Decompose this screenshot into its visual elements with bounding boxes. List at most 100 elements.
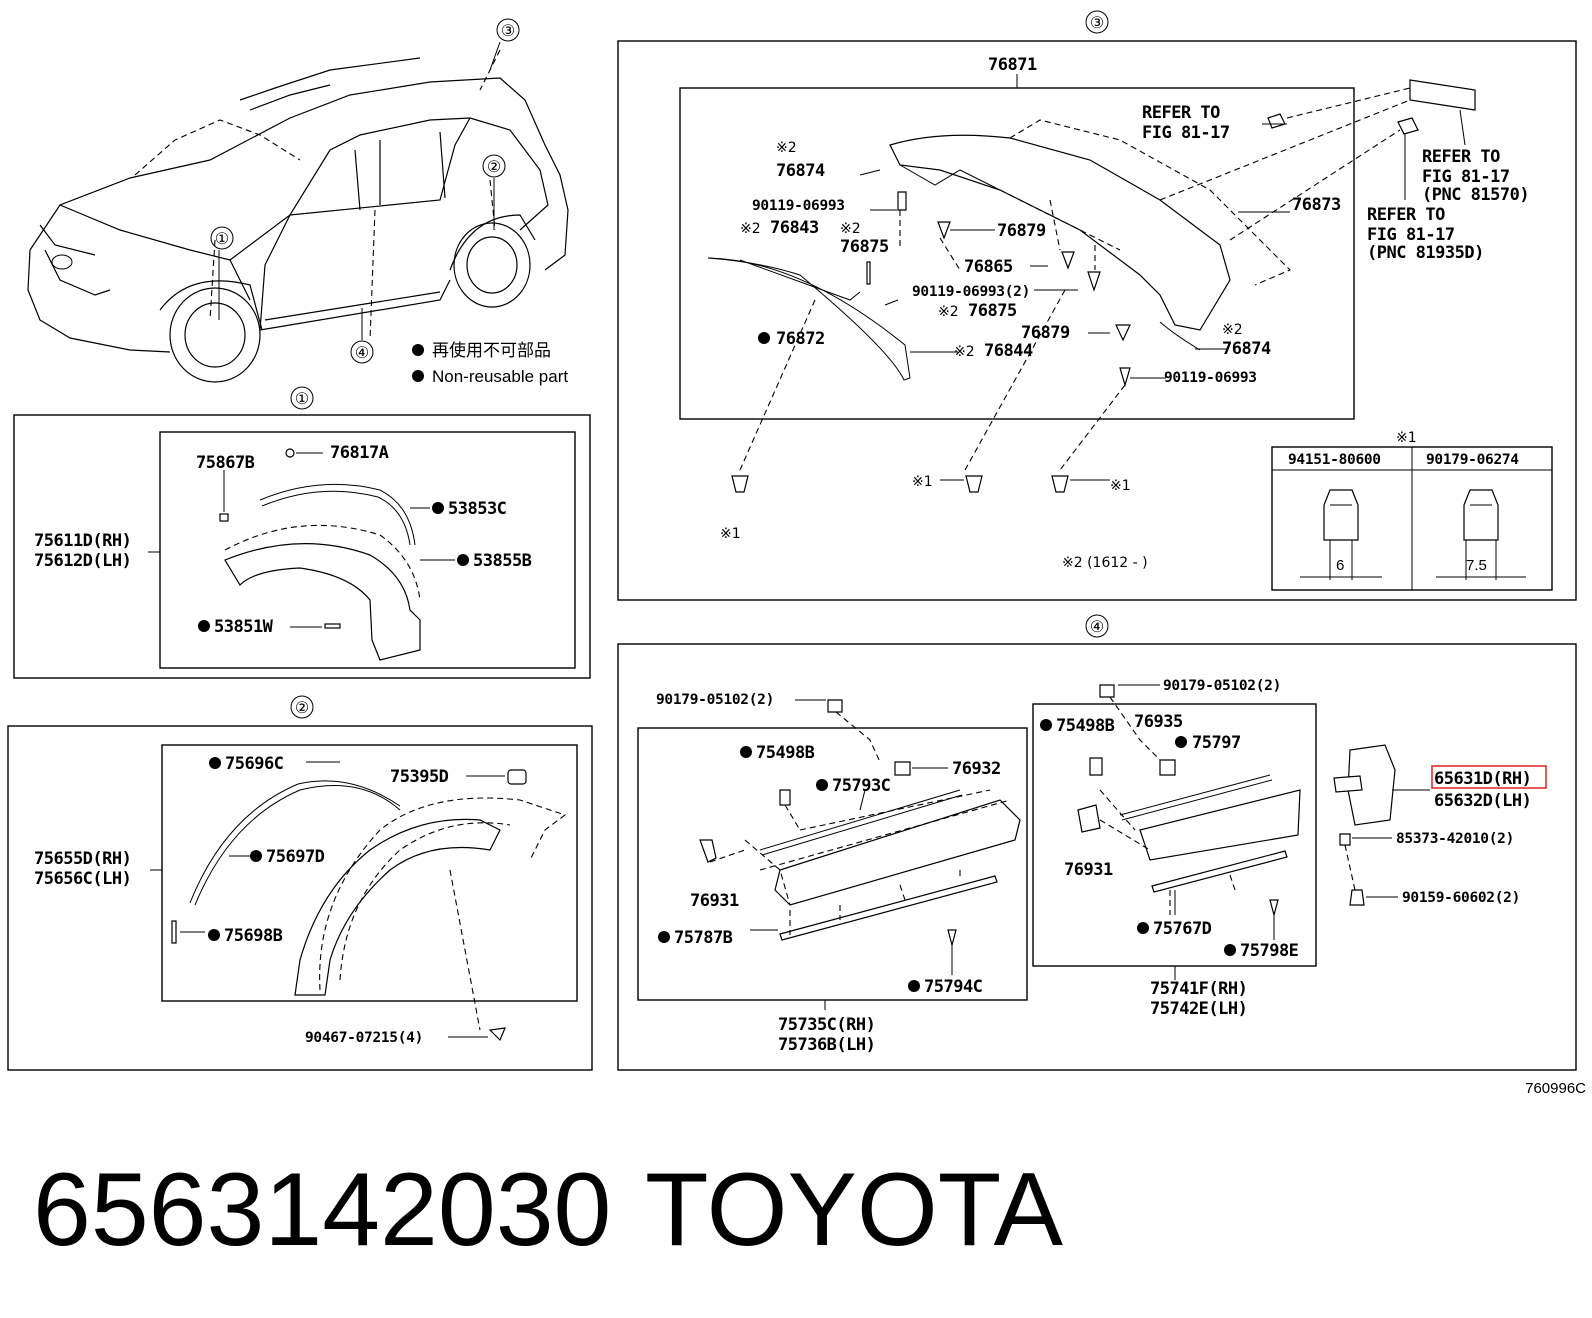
nut-icon: [1463, 489, 1499, 541]
non-reusable-dot-icon: [1040, 719, 1052, 731]
part-76935: 76935: [1134, 712, 1183, 732]
part-90467-07215: 90467-07215(4): [305, 1030, 423, 1046]
part-76843: 76843: [770, 218, 819, 238]
part-75787B: 75787B: [674, 928, 733, 948]
non-reusable-dot-icon: [208, 929, 220, 941]
part-90179-05102-b: 90179-05102(2): [1163, 678, 1281, 694]
table-col-90179-06274: 90179-06274: [1426, 452, 1519, 468]
part-75498B-b: 75498B: [1056, 716, 1115, 736]
part-90119-06993-c: 90119-06993: [1164, 370, 1257, 386]
part-75793C: 75793C: [832, 776, 890, 796]
non-reusable-dot-icon: [758, 332, 770, 344]
part-75698B: 75698B: [224, 926, 283, 946]
legend-jp: 再使用不可部品: [432, 340, 551, 360]
part-76931-a: 76931: [690, 891, 739, 911]
part-76873: 76873: [1292, 195, 1341, 215]
legend-bullet-icon: [412, 370, 424, 382]
callout-3-label: ③: [501, 23, 515, 40]
assy-75655D: 75655D(RH): [34, 849, 131, 869]
mark-2: ※2: [740, 221, 761, 237]
callout-4-circle: [350, 340, 374, 364]
production-note: ※2 (1612 - ): [1062, 555, 1148, 571]
part-65632D: 65632D(LH): [1434, 791, 1531, 811]
legend: 再使用不可部品 Non-reusable part: [412, 340, 568, 386]
part-53855B: 53855B: [473, 551, 532, 571]
part-76865: 76865: [964, 257, 1013, 277]
non-reusable-dot-icon: [250, 850, 262, 862]
non-reusable-dot-icon: [740, 746, 752, 758]
non-reusable-dot-icon: [816, 779, 828, 791]
section-4: ④: [617, 614, 1577, 1071]
non-reusable-dot-icon: [198, 620, 210, 632]
non-reusable-dot-icon: [1137, 922, 1149, 934]
refer-3-line-c: (PNC 81935D): [1367, 243, 1484, 263]
callout-2-label: ②: [487, 159, 501, 176]
part-76844: 76844: [984, 341, 1033, 361]
section-1: ① 75867B 76817A 53853C 53855B 53851W 756…: [13, 386, 591, 679]
assy-75735C: 75735C(RH): [778, 1015, 875, 1035]
non-reusable-dot-icon: [432, 502, 444, 514]
part-76875: 76875: [840, 237, 889, 257]
assy-75611D: 75611D(RH): [34, 531, 131, 551]
section-3: ③ 76871: [617, 10, 1577, 601]
part-90179-05102-a: 90179-05102(2): [656, 692, 774, 708]
non-reusable-dot-icon: [209, 757, 221, 769]
part-90159-60602: 90159-60602(2): [1402, 890, 1520, 906]
part-90119-06993-2: 90119-06993(2): [912, 284, 1030, 300]
section-3-title: ③: [1090, 15, 1104, 32]
callout-2-circle: [482, 154, 506, 178]
table-mark-1: ※1: [1396, 430, 1417, 446]
part-53851W: 53851W: [214, 617, 274, 637]
non-reusable-dot-icon: [1175, 736, 1187, 748]
mark-2: ※2: [938, 304, 959, 320]
part-76932: 76932: [952, 759, 1001, 779]
part-75797: 75797: [1192, 733, 1241, 753]
part-76879-b: 76879: [1021, 323, 1070, 343]
section-4-title: ④: [1090, 619, 1104, 636]
section-1-title: ①: [295, 391, 309, 408]
car-illustration: ① ② ③ ④: [27, 18, 569, 383]
legend-en: Non-reusable part: [432, 367, 568, 386]
refer-1-line-a: REFER TO: [1142, 103, 1220, 123]
non-reusable-dot-icon: [1224, 944, 1236, 956]
legend-bullet-icon: [412, 344, 424, 356]
brand: TOYOTA: [645, 1152, 1064, 1268]
section-2: ② 75696C 75395D 75697D 75698B 75655D(RH)…: [7, 695, 593, 1071]
refer-3-line-a: REFER TO: [1367, 205, 1445, 225]
non-reusable-dot-icon: [457, 554, 469, 566]
refer-2-line-c: (PNC 81570): [1422, 185, 1529, 205]
assy-75656C: 75656C(LH): [34, 869, 131, 889]
mark-2: ※2: [1222, 322, 1243, 338]
part-90119-06993: 90119-06993: [752, 198, 845, 214]
mark-2: ※2: [776, 140, 797, 156]
assy-75736B: 75736B(LH): [778, 1035, 875, 1055]
part-75798E: 75798E: [1240, 941, 1299, 961]
dim-6: 6: [1336, 557, 1344, 574]
callout-1-circle: [210, 226, 234, 250]
table-col-94151-80600: 94151-80600: [1288, 452, 1381, 468]
part-76874: 76874: [776, 161, 825, 181]
refer-1-line-b: FIG 81-17: [1142, 123, 1230, 143]
assy-75742E: 75742E(LH): [1150, 999, 1247, 1019]
part-75498B-a: 75498B: [756, 743, 815, 763]
mark-2: ※2: [954, 344, 975, 360]
part-75794C: 75794C: [924, 977, 982, 997]
part-76874-b: 76874: [1222, 339, 1271, 359]
part-76871: 76871: [988, 55, 1037, 75]
callout-4-label: ④: [355, 345, 369, 362]
mark-1: ※1: [912, 474, 933, 490]
part-75867B: 75867B: [196, 453, 255, 473]
part-85373-42010: 85373-42010(2): [1396, 831, 1514, 847]
callout-1-label: ①: [215, 231, 229, 248]
part-75696C: 75696C: [225, 754, 283, 774]
part-76879: 76879: [997, 221, 1046, 241]
mark-2: ※2: [840, 221, 861, 237]
callout-3-circle: [496, 18, 520, 42]
mark-1: ※1: [1110, 478, 1131, 494]
part-53853C: 53853C: [448, 499, 506, 519]
part-76872: 76872: [776, 329, 825, 349]
nut-icon: [1323, 489, 1359, 541]
part-75767D: 75767D: [1153, 919, 1212, 939]
mark-1: ※1: [720, 526, 741, 542]
